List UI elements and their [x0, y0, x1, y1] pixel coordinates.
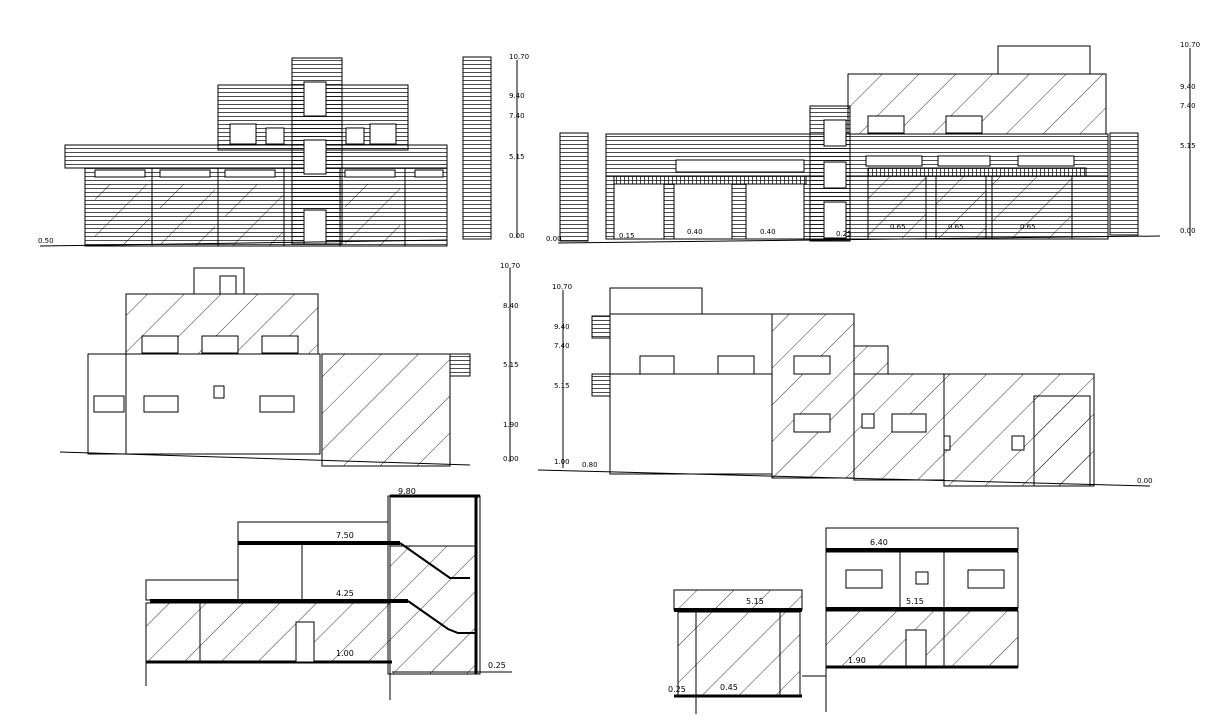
rear-floor-mark-7: 0.65 — [1020, 223, 1036, 231]
rear-level-515: 5.15 — [1180, 142, 1196, 150]
left-side-level-190: 1.90 — [503, 421, 519, 429]
right-side-level-740: 7.40 — [554, 342, 570, 350]
rear-floor-mark-4: 0.25 — [836, 230, 852, 238]
rear-floor-mark-3: 0.40 — [760, 228, 776, 236]
rear-level-940: 9.40 — [1180, 83, 1196, 91]
front-level-740: 7.40 — [509, 112, 525, 120]
section-a-level-100: 1.00 — [336, 649, 354, 658]
left-side-level-000: 0.00 — [503, 455, 519, 463]
section-b-level-045: 0.45 — [720, 683, 738, 692]
section-b — [673, 527, 1019, 714]
front-level-940: 9.40 — [509, 92, 525, 100]
left-side-level-1070: 10.70 — [500, 262, 520, 270]
section-a-level-425: 4.25 — [336, 589, 354, 598]
rear-floor-mark-1: 0.15 — [619, 232, 635, 240]
rear-floor-mark-6: 0.65 — [948, 223, 964, 231]
section-b-level-515-right: 5.15 — [906, 597, 924, 606]
front-elevation — [39, 56, 518, 247]
rear-floor-mark-2: 0.40 — [687, 228, 703, 236]
right-side-ground-right: 0.00 — [1137, 477, 1153, 485]
rear-elevation — [557, 45, 1191, 244]
section-b-level-025: 0.25 — [668, 685, 686, 694]
right-side-level-1070: 10.70 — [552, 283, 572, 291]
rear-ground-level: 0.00 — [546, 235, 562, 243]
rear-level-740: 7.40 — [1180, 102, 1196, 110]
front-ground-level: 0.50 — [38, 237, 54, 245]
rear-level-1070: 10.70 — [1180, 41, 1200, 49]
section-a-level-980: 9.80 — [398, 487, 416, 496]
section-b-level-640: 6.40 — [870, 538, 888, 547]
right-side-level-515: 5.15 — [554, 382, 570, 390]
section-b-level-190: 1.90 — [848, 656, 866, 665]
right-side-level-100: 1.00 — [554, 458, 570, 466]
front-level-1070: 10.70 — [509, 53, 529, 61]
left-side-level-840: 8.40 — [503, 302, 519, 310]
side-elevation-left — [59, 267, 511, 467]
section-b-level-515-left: 5.15 — [746, 597, 764, 606]
front-level-000: 0.00 — [509, 232, 525, 240]
left-side-level-515: 5.15 — [503, 361, 519, 369]
rear-floor-mark-5: 0.65 — [890, 223, 906, 231]
right-side-level-940: 9.40 — [554, 323, 570, 331]
side-elevation-right — [537, 287, 1151, 487]
rear-level-000: 0.00 — [1180, 227, 1196, 235]
right-side-ground-left: 0.80 — [582, 461, 598, 469]
section-a — [145, 494, 512, 700]
section-a-level-750: 7.50 — [336, 531, 354, 540]
section-a-level-025: 0.25 — [488, 661, 506, 670]
front-level-515: 5.15 — [509, 153, 525, 161]
